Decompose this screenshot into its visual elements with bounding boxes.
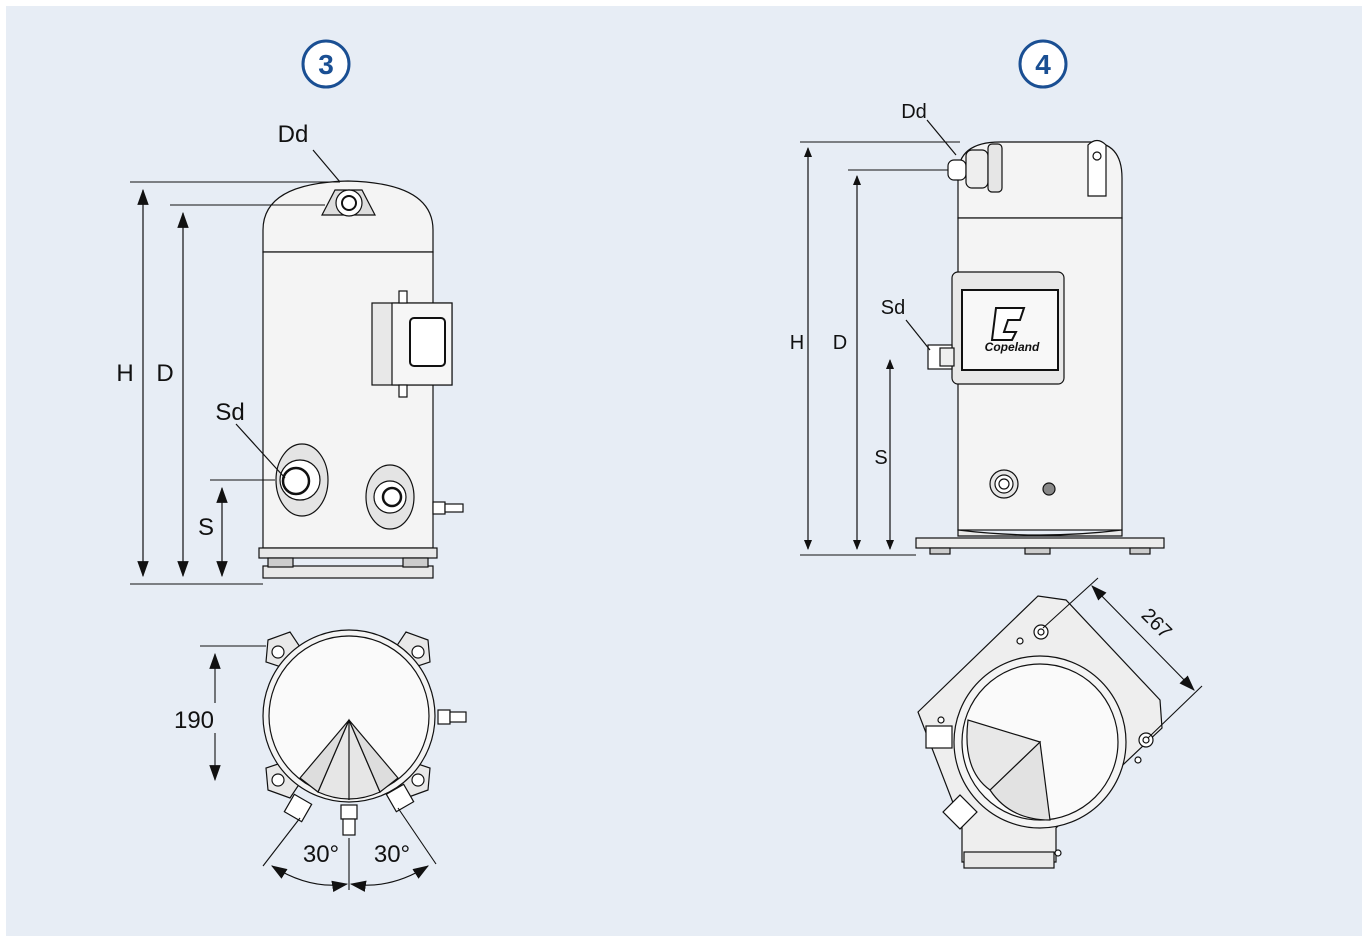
figure-3-angle-left: 30° (303, 841, 339, 868)
figure-3-extension-lines (130, 181, 340, 585)
figure-4-label-h: H (790, 332, 804, 354)
figure-4-compressor-side-view: Copeland (915, 139, 1165, 555)
figure-4-badge: 4 (1018, 39, 1068, 89)
figure-3-label-sd: Sd (215, 399, 244, 426)
figure-3: 3 (116, 39, 467, 893)
figure-3-badge: 3 (301, 39, 351, 89)
figure-4-label-sd: Sd (881, 297, 905, 319)
figure-3-angle-right: 30° (374, 841, 410, 868)
figure-3-label-h: H (116, 360, 133, 387)
figure-4-label-d: D (833, 332, 847, 354)
figure-3-badge-number: 3 (318, 49, 334, 80)
figure-3-label-dd: Dd (278, 121, 309, 148)
figure-3-label-d: D (156, 360, 173, 387)
figure-4-label-dd: Dd (901, 101, 927, 123)
figure-4-label-s: S (874, 447, 887, 469)
figure-4-labels: Dd Sd H D S (790, 101, 927, 469)
figure-4-brand-label: Copeland (985, 340, 1040, 354)
figure-3-190-label-bg (172, 703, 222, 733)
figure-3-labels: Dd H D Sd S (116, 121, 308, 541)
figure-4-dimension-arrows (804, 119, 957, 550)
figure-4: 4 Copeland (790, 39, 1203, 869)
figure-3-compressor-side-view (258, 180, 464, 579)
figure-4-extension-lines (800, 141, 960, 556)
figure-3-dim-190: 190 (174, 707, 214, 734)
figure-4-top-view-dimensions (1042, 577, 1203, 739)
diagram-frame (6, 6, 1362, 936)
figure-3-label-s: S (198, 514, 214, 541)
figure-3-dimension-arrows (137, 149, 341, 578)
figure-3-compressor-top-view (262, 629, 467, 836)
figure-4-compressor-top-view (917, 595, 1163, 869)
figure-4-badge-number: 4 (1035, 49, 1051, 80)
